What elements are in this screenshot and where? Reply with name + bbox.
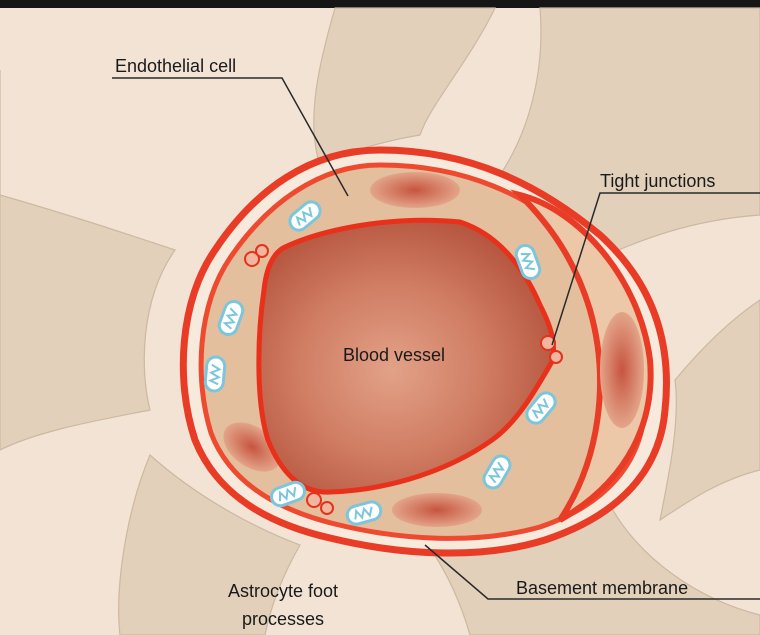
label-basement-membrane: Basement membrane bbox=[516, 578, 688, 598]
label-blood-vessel: Blood vessel bbox=[343, 345, 445, 365]
nucleus-top bbox=[370, 172, 460, 208]
label-tight-junctions: Tight junctions bbox=[600, 171, 715, 191]
nucleus-bottom bbox=[392, 493, 482, 527]
label-endothelial-cell: Endothelial cell bbox=[115, 56, 236, 76]
mitochondrion bbox=[205, 356, 226, 391]
top-border bbox=[0, 0, 760, 8]
label-astrocyte-line1: Astrocyte foot bbox=[228, 581, 338, 601]
label-astrocyte-line2: processes bbox=[242, 609, 324, 629]
nucleus-right bbox=[600, 312, 644, 428]
